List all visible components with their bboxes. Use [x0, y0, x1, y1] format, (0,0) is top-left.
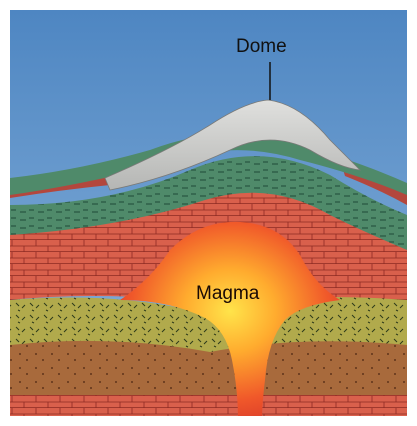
magma-label: Magma — [196, 283, 259, 305]
dome-label: Dome — [236, 36, 287, 58]
